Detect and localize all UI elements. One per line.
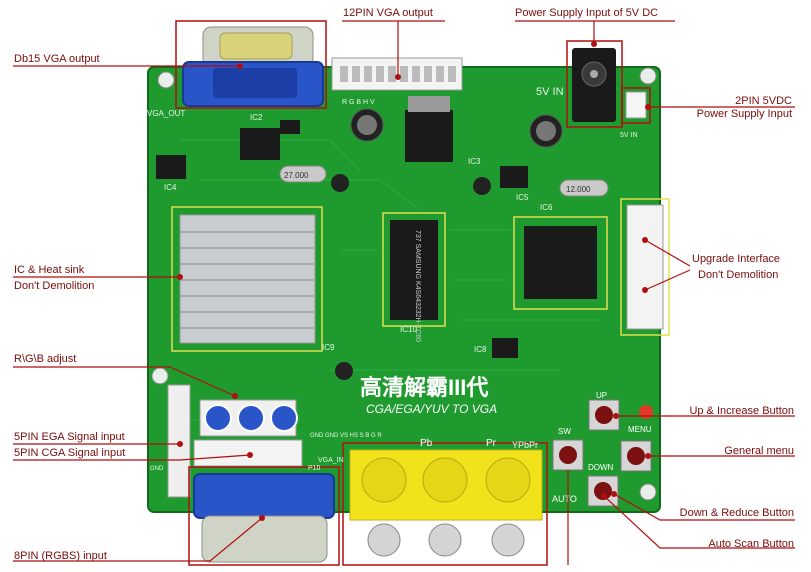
label-db15: Db15 VGA output — [14, 53, 100, 65]
pot-b — [270, 404, 298, 432]
silk-ic3: IC3 — [468, 157, 481, 166]
leader-power — [515, 20, 675, 44]
silk-p10: P10 — [308, 465, 321, 472]
silk-ic6: IC6 — [540, 203, 553, 212]
label-ega: 5PIN EGA Signal input — [14, 431, 125, 443]
leader-cga — [13, 454, 251, 461]
silk-sw: SW — [558, 427, 571, 436]
rca-frame — [342, 442, 548, 566]
button-sw — [552, 439, 584, 471]
button-up — [588, 399, 620, 431]
silk-ic8: IC8 — [474, 345, 487, 354]
label-power5v: Power Supply Input of 5V DC — [515, 7, 659, 19]
label-auto-button: Auto Scan Button — [708, 538, 794, 550]
ram-chip — [390, 220, 438, 320]
silk-ic5: IC5 — [516, 193, 529, 202]
label-cga: 5PIN CGA Signal input — [14, 447, 126, 459]
button-down — [587, 475, 619, 507]
label-menu-button: General menu — [724, 445, 794, 457]
label-rgb-adjust: R\G\B adjust — [14, 353, 77, 365]
silk-gnd-row: GND GND VS HS S B G R — [310, 433, 382, 439]
leader-rgbs — [13, 517, 263, 562]
pot-g — [237, 404, 265, 432]
silk-crystal2: 12.000 — [566, 185, 591, 194]
silk-ypbpr: YPbPr — [512, 440, 538, 450]
silk-ic4: IC4 — [164, 183, 177, 192]
silk-vga-out: VGA_OUT — [147, 109, 185, 118]
silk-menu: MENU — [628, 425, 652, 434]
label-2pin-b: Power Supply Input — [696, 108, 792, 120]
silk-subtitle: CGA/EGA/YUV TO VGA — [366, 402, 497, 416]
silk-5v-in-small: 5V IN — [620, 132, 638, 139]
label-vga12: 12PIN VGA output — [343, 7, 433, 19]
leader-auto — [567, 470, 795, 565]
silk-5v-in: 5V IN — [536, 86, 564, 98]
cpu-chip — [524, 226, 597, 299]
leader-upgrade — [644, 239, 691, 291]
pot-r — [204, 404, 232, 432]
leader-down — [613, 493, 795, 521]
silk-chinese-title: 高清解霸III代 — [360, 375, 488, 400]
upgrade-frame — [620, 198, 670, 336]
vga-in-frame — [188, 466, 340, 566]
label-upgrade-a: Upgrade Interface — [692, 253, 781, 265]
silk-vga-in: VGA_IN — [318, 457, 344, 464]
leader-vga12 — [342, 20, 445, 77]
upgrade-connector — [626, 204, 664, 330]
silk-up: UP — [596, 391, 607, 400]
pin5-connector — [167, 384, 191, 498]
cpu-frame — [513, 216, 608, 310]
silk-ic2: IC2 — [250, 113, 263, 122]
silk-gnd: GND — [150, 466, 164, 472]
ram-frame — [382, 212, 446, 327]
label-down-button: Down & Reduce Button — [679, 507, 794, 519]
silk-down: DOWN — [588, 463, 614, 472]
label-2pin-a: 2PIN 5VDC — [735, 95, 792, 107]
silk-ram-text: 737 SAMSUNG K4S643232H-TC60 — [414, 230, 421, 342]
silk-ic9: IC9 — [322, 343, 335, 352]
silk-ic10: IC10 — [400, 325, 417, 334]
silk-auto: AUTO — [552, 494, 577, 504]
label-rgbs: 8PIN (RGBS) input — [14, 550, 107, 562]
vga-out-frame — [175, 20, 327, 109]
label-ic-b: Don't Demolition — [14, 280, 95, 292]
silk-pb: Pb — [420, 438, 433, 449]
silk-rgbhv: R G B H V — [342, 99, 375, 106]
label-upgrade-b: Don't Demolition — [698, 269, 779, 281]
vga-in-connector — [193, 473, 335, 519]
leader-rgb — [13, 366, 236, 397]
silk-crystal1: 27.000 — [284, 171, 309, 180]
silk-pr: Pr — [486, 438, 497, 449]
label-ic-a: IC & Heat sink — [14, 264, 85, 276]
label-up-button: Up & Increase Button — [689, 405, 794, 417]
heatsink-frame — [171, 206, 323, 352]
